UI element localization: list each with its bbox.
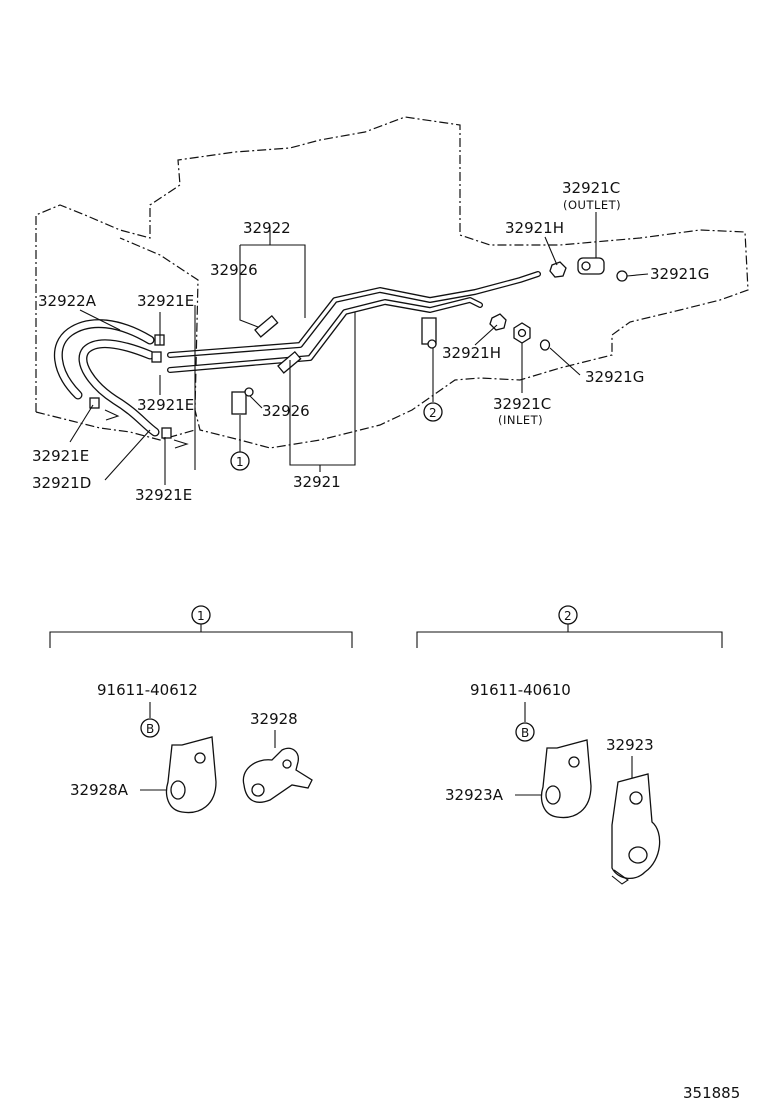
bracket-assembly-1 <box>231 391 247 415</box>
svg-text:1: 1 <box>236 455 244 469</box>
clamp-32921e-d <box>161 427 172 439</box>
bracket-32923a <box>540 739 592 819</box>
svg-text:2: 2 <box>564 609 572 623</box>
bolt-b-circle-2 <box>515 722 535 742</box>
bracket-32928a <box>165 736 217 814</box>
svg-text:B: B <box>521 726 529 740</box>
illustration-number: 351885 <box>683 1084 740 1102</box>
detail1-bolt-callout: 91611-40612 <box>97 681 198 699</box>
detail1-bracket-callout: 32928A <box>70 781 129 799</box>
clamp-32921e-c <box>89 397 100 409</box>
callout-32921e-4: 32921E <box>135 486 192 504</box>
callout-32921g-mid: 32921G <box>585 368 644 386</box>
detail2-bracket-callout: 32923A <box>445 786 504 804</box>
group-bracket-2 <box>416 624 723 648</box>
engine-outline <box>35 116 749 449</box>
callout-32921h-mid: 32921H <box>442 344 501 362</box>
callout-32926-top: 32926 <box>210 261 258 279</box>
callout-32921g-top: 32921G <box>650 265 709 283</box>
callout-32921: 32921 <box>293 473 341 491</box>
callout-32921c-inlet: 32921C <box>493 395 551 413</box>
clip-32926-top <box>254 314 279 338</box>
svg-text:2: 2 <box>429 406 437 420</box>
detail1-clamp-callout: 32928 <box>250 710 298 728</box>
nut-32921h-top <box>549 261 567 278</box>
callout-32922a: 32922A <box>38 292 97 310</box>
detail2-clamp-callout: 32923 <box>606 736 654 754</box>
clip-32926-mid <box>277 350 302 374</box>
callout-32921h-top: 32921H <box>505 219 564 237</box>
svg-text:1: 1 <box>197 609 205 623</box>
callout-32926-mid: 32926 <box>262 402 310 420</box>
engine-outline-lower <box>35 411 196 441</box>
outlet-note: (OUTLET) <box>563 198 621 212</box>
ref-circle-1 <box>230 451 250 471</box>
ref-circle-2 <box>423 402 443 422</box>
svg-text:B: B <box>146 722 154 736</box>
gasket-32921g-mid <box>539 339 551 351</box>
gasket-32921g-top <box>616 270 628 282</box>
clamp-32921e-b <box>151 351 162 363</box>
clamp-32923 <box>611 773 661 879</box>
callout-32921e-3: 32921E <box>32 447 89 465</box>
callout-32922: 32922 <box>243 219 291 237</box>
pipe-32922 <box>167 271 541 358</box>
callout-32921e-1: 32921E <box>137 292 194 310</box>
group-bracket-1 <box>49 624 353 648</box>
callout-32921c-outlet: 32921C <box>562 179 620 197</box>
inlet-note: (INLET) <box>498 413 543 427</box>
callout-32921e-2: 32921E <box>137 396 194 414</box>
detail2-bolt-callout: 91611-40610 <box>470 681 571 699</box>
bolt-b-circle-1 <box>140 718 160 738</box>
callout-32921d: 32921D <box>32 474 91 492</box>
nut-32921h-mid <box>489 313 507 331</box>
